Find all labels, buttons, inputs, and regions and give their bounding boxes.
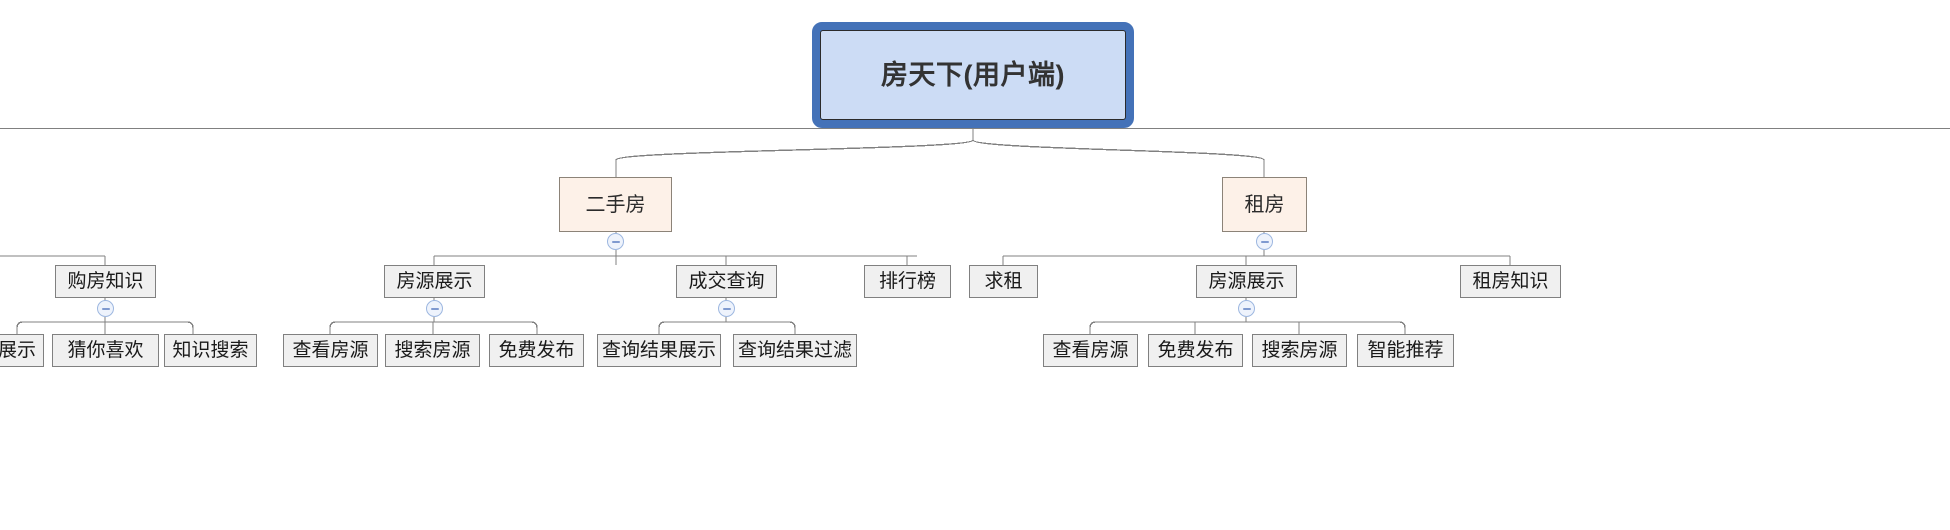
node-mianfeifabu-zf-label: 免费发布 bbox=[1157, 340, 1234, 361]
node-chakanfangyuan-esf[interactable]: 查看房源 bbox=[283, 334, 378, 367]
node-chaxunjieguozhanshi[interactable]: 查询结果展示 bbox=[597, 334, 721, 367]
node-cainixihuan-label: 猜你喜欢 bbox=[67, 340, 144, 361]
minus-circle-icon-chengjiaochaxun[interactable] bbox=[718, 300, 735, 317]
minus-circle-icon-zufang[interactable] bbox=[1256, 233, 1273, 250]
minus-glyph bbox=[611, 240, 620, 243]
node-sousuofangyuan-zf-label: 搜索房源 bbox=[1261, 340, 1338, 361]
node-fangyuanzhanshi-esf[interactable]: 房源展示 bbox=[384, 265, 485, 298]
minus-circle-icon-goufangzhishi[interactable] bbox=[97, 300, 114, 317]
node-zufang-label: 租房 bbox=[1244, 193, 1285, 216]
minus-circle-icon-fangyuanzhanshi-esf[interactable] bbox=[426, 300, 443, 317]
node-chengjiaochaxun[interactable]: 成交查询 bbox=[676, 265, 777, 298]
node-chaxunjieguoguolv-label: 查询结果过滤 bbox=[737, 340, 852, 361]
node-fangyuanzhanshi-zf-label: 房源展示 bbox=[1208, 271, 1285, 292]
node-qiuzu[interactable]: 求租 bbox=[969, 265, 1038, 298]
node-ershoufang-label: 二手房 bbox=[585, 193, 646, 216]
node-fangyuanzhanshi-esf-label: 房源展示 bbox=[396, 271, 473, 292]
node-chengjiaochaxun-label: 成交查询 bbox=[688, 271, 765, 292]
minus-glyph bbox=[1260, 240, 1269, 243]
node-fangyuanzhanshi-zf[interactable]: 房源展示 bbox=[1196, 265, 1297, 298]
minus-glyph bbox=[722, 307, 731, 310]
root-node-label: 房天下(用户端) bbox=[820, 30, 1126, 120]
minus-glyph bbox=[101, 307, 110, 310]
node-zhinengtuijian[interactable]: 智能推荐 bbox=[1357, 334, 1454, 367]
node-sousuofangyuan-esf-label: 搜索房源 bbox=[394, 340, 471, 361]
node-chakanfangyuan-zf[interactable]: 查看房源 bbox=[1043, 334, 1138, 367]
node-cainixihuan[interactable]: 猜你喜欢 bbox=[52, 334, 159, 367]
node-qiuzu-label: 求租 bbox=[984, 271, 1023, 292]
node-zhishisousuo[interactable]: 知识搜索 bbox=[164, 334, 257, 367]
minus-circle-icon-fangyuanzhanshi-zf[interactable] bbox=[1238, 300, 1255, 317]
node-zufangzhishi-label: 租房知识 bbox=[1472, 271, 1549, 292]
node-goufangzhishi[interactable]: 购房知识 bbox=[55, 265, 156, 298]
node-mianfeifabu-esf-label: 免费发布 bbox=[498, 340, 575, 361]
minus-glyph bbox=[1242, 307, 1251, 310]
node-chakanfangyuan-esf-label: 查看房源 bbox=[292, 340, 369, 361]
node-mianfeifabu-zf[interactable]: 免费发布 bbox=[1148, 334, 1243, 367]
node-zhinengtuijian-label: 智能推荐 bbox=[1367, 340, 1444, 361]
node-chakanfangyuan-zf-label: 查看房源 bbox=[1052, 340, 1129, 361]
node-zhanshi[interactable]: 展示 bbox=[0, 334, 44, 367]
minus-circle-icon-ershoufang[interactable] bbox=[607, 233, 624, 250]
node-zhishisousuo-label: 知识搜索 bbox=[172, 340, 249, 361]
root-node[interactable]: 房天下(用户端) bbox=[812, 22, 1134, 128]
node-zufangzhishi[interactable]: 租房知识 bbox=[1460, 265, 1561, 298]
node-sousuofangyuan-esf[interactable]: 搜索房源 bbox=[385, 334, 480, 367]
node-chaxunjieguoguolv[interactable]: 查询结果过滤 bbox=[733, 334, 857, 367]
node-mianfeifabu-esf[interactable]: 免费发布 bbox=[489, 334, 584, 367]
node-zhanshi-label: 展示 bbox=[0, 340, 36, 361]
minus-glyph bbox=[430, 307, 439, 310]
node-ershoufang[interactable]: 二手房 bbox=[559, 177, 672, 232]
node-goufangzhishi-label: 购房知识 bbox=[67, 271, 144, 292]
node-zufang[interactable]: 租房 bbox=[1222, 177, 1307, 232]
node-paihangbang[interactable]: 排行榜 bbox=[864, 265, 951, 298]
node-sousuofangyuan-zf[interactable]: 搜索房源 bbox=[1252, 334, 1347, 367]
node-chaxunjieguozhanshi-label: 查询结果展示 bbox=[601, 340, 716, 361]
node-paihangbang-label: 排行榜 bbox=[878, 271, 936, 292]
